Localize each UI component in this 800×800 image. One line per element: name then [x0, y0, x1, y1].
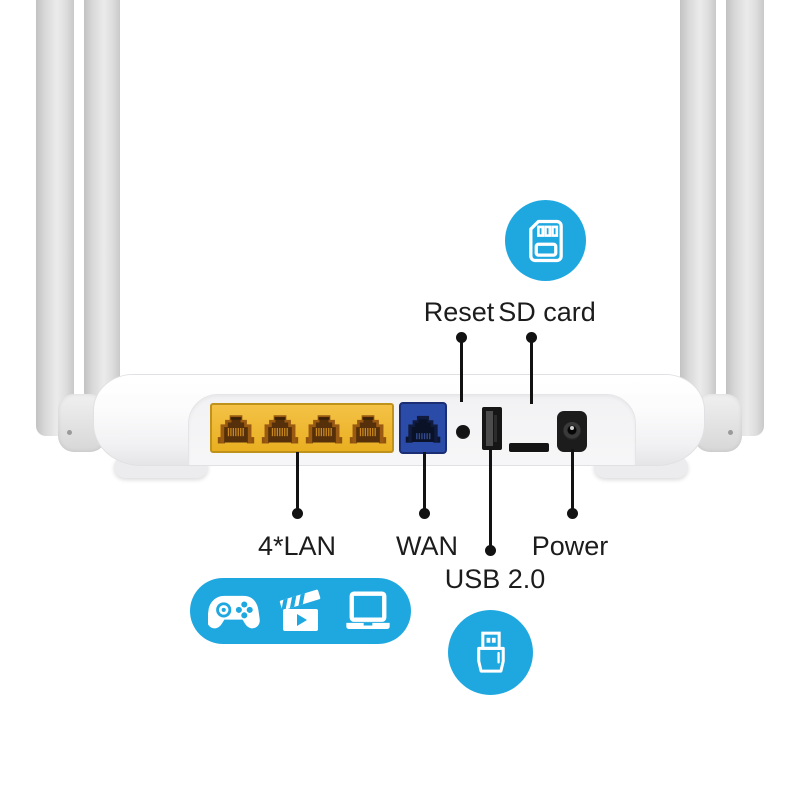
feature-icons-pill: [190, 578, 411, 644]
callout-dot-power: [567, 508, 578, 519]
reset-label: Reset: [423, 297, 495, 327]
power-label: Power: [531, 531, 609, 561]
hinge-screw: [67, 430, 72, 435]
callout-line-power: [571, 449, 574, 514]
lan-port-jack: [349, 415, 387, 444]
wan-port: [399, 402, 447, 454]
callout-dot-lan: [292, 508, 303, 519]
sd-card-slot: [509, 443, 549, 452]
usb-port: [482, 407, 502, 450]
lan-port-jack: [261, 415, 299, 444]
callout-line-reset: [460, 338, 463, 402]
antenna-right-inner: [680, 0, 716, 402]
hinge-screw: [728, 430, 733, 435]
lan-port-group: [210, 403, 394, 453]
callout-dot-reset: [456, 332, 467, 343]
sd-card-icon-badge: [505, 200, 586, 281]
antenna-left-outer: [36, 0, 74, 436]
usb-plug-icon-badge: [448, 610, 533, 695]
callout-line-sd-card: [530, 338, 533, 404]
callout-dot-usb: [485, 545, 496, 556]
callout-dot-wan: [419, 508, 430, 519]
callout-line-usb: [489, 449, 492, 551]
antenna-right-outer: [726, 0, 764, 436]
sd-card-label: SD card: [498, 297, 596, 327]
callout-line-wan: [423, 452, 426, 514]
wan-label: WAN: [396, 531, 458, 561]
antenna-left-inner: [84, 0, 120, 402]
gamepad-icon: [207, 595, 260, 629]
reset-button: [456, 425, 470, 439]
router-body: [93, 374, 705, 466]
movie-clapperboard-icon: [274, 589, 320, 631]
callout-dot-sd-card: [526, 332, 537, 343]
usb-label: USB 2.0: [444, 564, 546, 594]
lan-port-jack: [305, 415, 343, 444]
power-jack: [557, 411, 587, 452]
laptop-icon: [345, 591, 390, 629]
callout-line-lan: [296, 452, 299, 514]
sd-card-icon: [528, 219, 563, 262]
wan-port-jack: [405, 415, 441, 443]
lan-label: 4*LAN: [257, 531, 337, 561]
usb-plug-icon: [476, 631, 505, 673]
lan-port-jack: [217, 415, 255, 444]
